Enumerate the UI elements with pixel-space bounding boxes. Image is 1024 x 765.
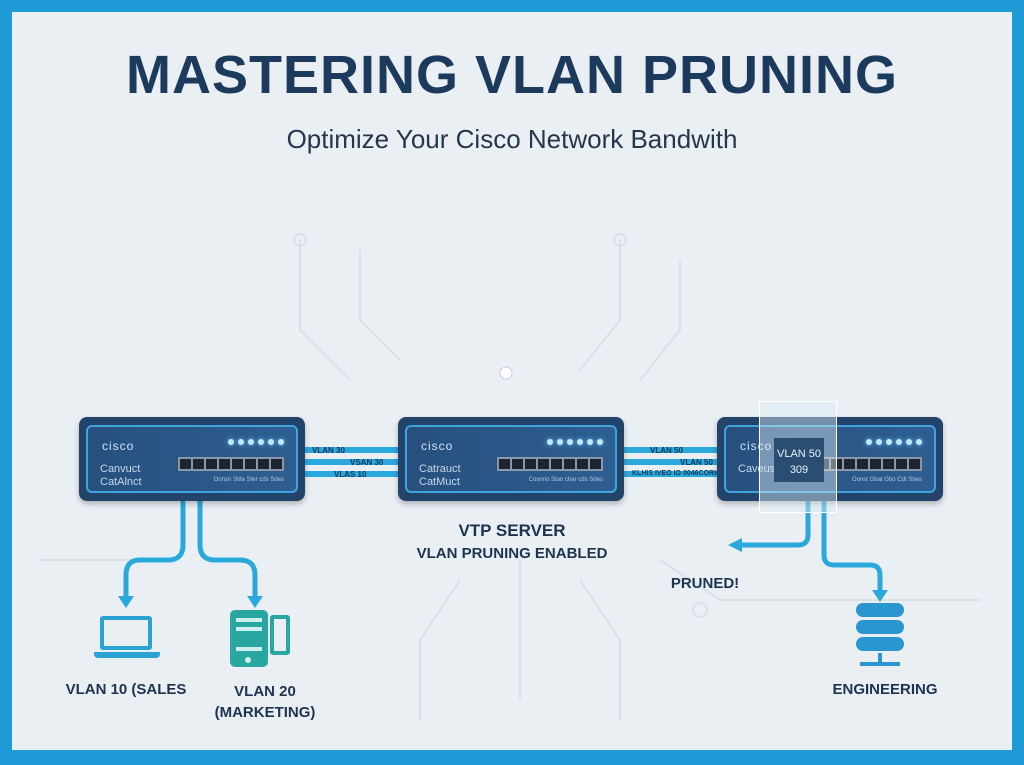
pruned-label: PRUNED! [670,575,740,592]
cable-label: VSAN 30 [350,458,384,467]
cable-label: VLAN 50 [650,446,683,455]
ethernet-ports [497,457,603,471]
pruning-overlay: VLAN 50 309 [759,401,837,513]
access-links [123,500,883,598]
port-label: Oonst Gbat Gbo Cdt Sbes [851,477,922,483]
overlay-vlan-number: 309 [789,464,809,476]
cisco-logo: cisco [740,439,773,453]
status-leds [228,439,284,445]
vlan20-label: VLAN 20(MARKETING) [214,683,316,721]
server-database-icon [856,603,904,653]
cable-label: VLAS 10 [334,470,367,479]
cable-label: KLHIS IVEO IO 0046CORIO [632,470,722,477]
laptop-base [94,652,160,658]
vlan10-label: VLAN 10 (SALES [65,681,187,698]
page-subtitle: Optimize Your Cisco Network Bandwith [286,124,738,154]
circuit-background [40,233,980,720]
port-label: Cosnno Stan char cds Sdes [528,477,603,483]
server-base [860,662,900,666]
ethernet-ports [178,457,284,471]
port-label: Oonsn Stite Ster cds Sdes [213,477,284,483]
node-dot [499,366,513,380]
arrowheads [118,538,888,608]
status-leds [866,439,922,445]
trunk-cables [304,447,764,477]
status-leds [547,439,603,445]
mobile-devices-icon [230,610,268,667]
page-title: MASTERING VLAN PRUNING [125,45,898,105]
engineering-label: ENGINEERING [832,681,938,698]
tablet-icon [270,615,290,655]
switch-model: Caveus [738,463,776,475]
cable-label: VLAN 50 [680,458,713,467]
cisco-logo: cisco [421,439,454,453]
server-stand [878,653,882,663]
vtp-server-label: VTP SERVER [458,521,566,540]
cable-label: VLAN 30 [312,446,345,455]
cisco-logo: cisco [102,439,135,453]
overlay-vlan-label: VLAN 50 [776,448,822,460]
pruning-enabled-label: VLAN PRUNING ENABLED [416,545,608,562]
infographic-canvas [12,12,1012,750]
laptop-icon [100,616,152,650]
